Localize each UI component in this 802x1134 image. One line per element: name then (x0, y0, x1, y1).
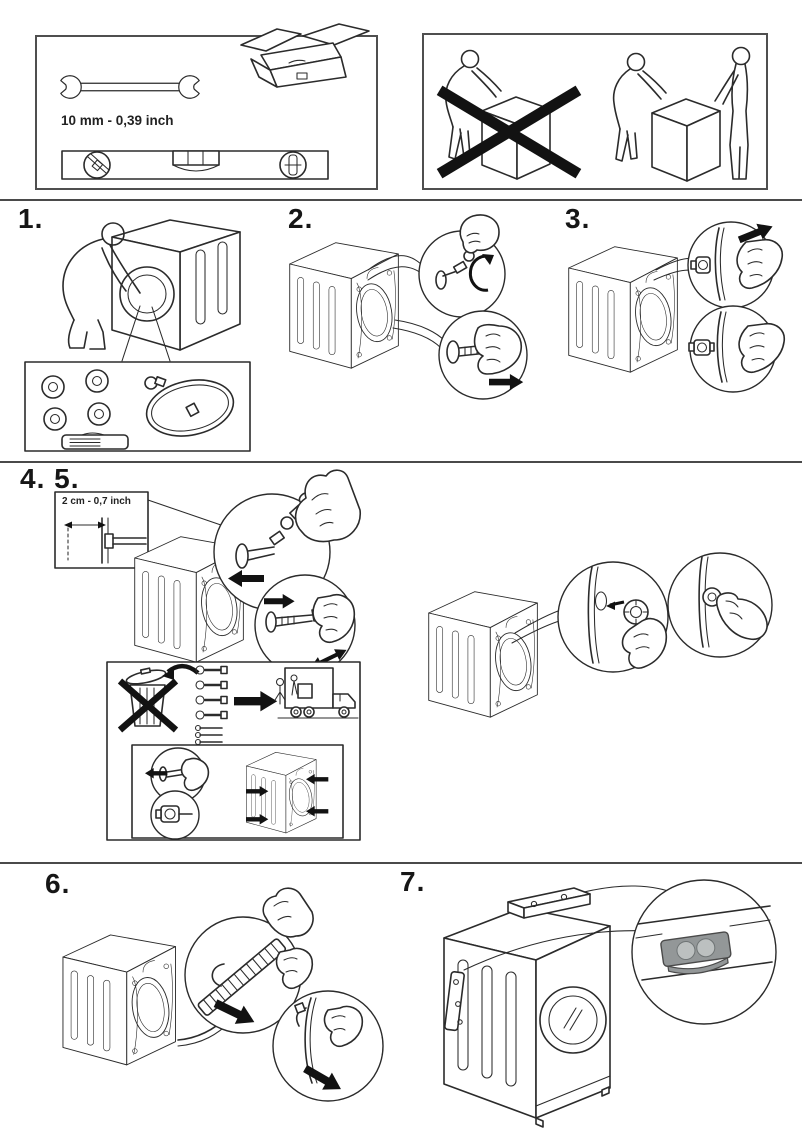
step-2-number: 2. (288, 203, 314, 234)
transit-bolt-set-icon (194, 665, 228, 746)
two-person-lift-icon (612, 46, 751, 182)
step-7-illustration (443, 879, 777, 1128)
parts-kit-box (24, 361, 251, 452)
gap-diagram (64, 517, 147, 564)
hand-pointing-icon (715, 592, 768, 641)
divider-1 (0, 199, 802, 201)
washer-front-icon (443, 907, 611, 1128)
inlet-hose-icon (144, 376, 235, 437)
truck-icon (274, 667, 359, 719)
washer-front-icon (111, 219, 241, 351)
step-4-illustration (54, 469, 361, 841)
hand-icon (738, 322, 786, 374)
hand-icon (262, 887, 314, 938)
spacer-icon (688, 339, 715, 356)
gap-size-label: 2 cm - 0,7 inch (62, 496, 131, 507)
curved-arrow-icon (166, 663, 200, 675)
parts-tray-icon (61, 432, 129, 450)
bolt-hole (594, 591, 608, 611)
step-7-number: 7. (400, 866, 426, 897)
step-3-number: 3. (565, 203, 591, 234)
hand-icon (180, 757, 210, 792)
lifting-warning-panel (422, 33, 768, 190)
step-2-illustration (289, 214, 528, 400)
cap-icon (41, 369, 111, 431)
step-1-illustration (24, 219, 251, 452)
toolbox-icon (240, 23, 370, 88)
wrench-icon (60, 75, 200, 99)
step-1-number: 1. (18, 203, 44, 234)
divider-2 (0, 461, 802, 463)
hand-icon (312, 594, 356, 644)
step-6-illustration (62, 887, 384, 1102)
hand-icon (294, 469, 361, 543)
spirit-level-icon (61, 150, 329, 180)
hand-icon (323, 1005, 364, 1048)
hand-icon (459, 214, 500, 254)
hand-icon (275, 947, 314, 990)
hand-icon (736, 238, 784, 290)
prohibition-x-icon (436, 85, 582, 179)
wrench-size-label: 10 mm - 0,39 inch (61, 113, 174, 128)
divider-3 (0, 862, 802, 864)
person-bending-icon (62, 222, 141, 350)
spacer-icon (155, 805, 193, 823)
lifting-scenes (436, 46, 751, 182)
hand-icon (473, 323, 523, 375)
step-5-illustration (428, 552, 773, 718)
step-3-illustration (568, 218, 786, 393)
prohibition-x-icon (117, 678, 179, 733)
step-4-5-number: 4. 5. (20, 463, 80, 494)
bracket-icon (507, 887, 591, 919)
hand-icon (621, 617, 668, 669)
tools-panel: 10 mm - 0,39 inch (35, 23, 378, 190)
rotation-arrow-icon (468, 254, 494, 292)
spacer-icon (690, 256, 711, 274)
cap-icon (623, 599, 649, 625)
hose-hook-icon (211, 963, 225, 987)
bracket-icon (444, 971, 465, 1032)
step-6-number: 6. (45, 868, 71, 899)
level-bubble-icon (660, 931, 732, 975)
corrugated-hose-icon (197, 938, 287, 1016)
transit-bolt-icon (435, 250, 475, 290)
